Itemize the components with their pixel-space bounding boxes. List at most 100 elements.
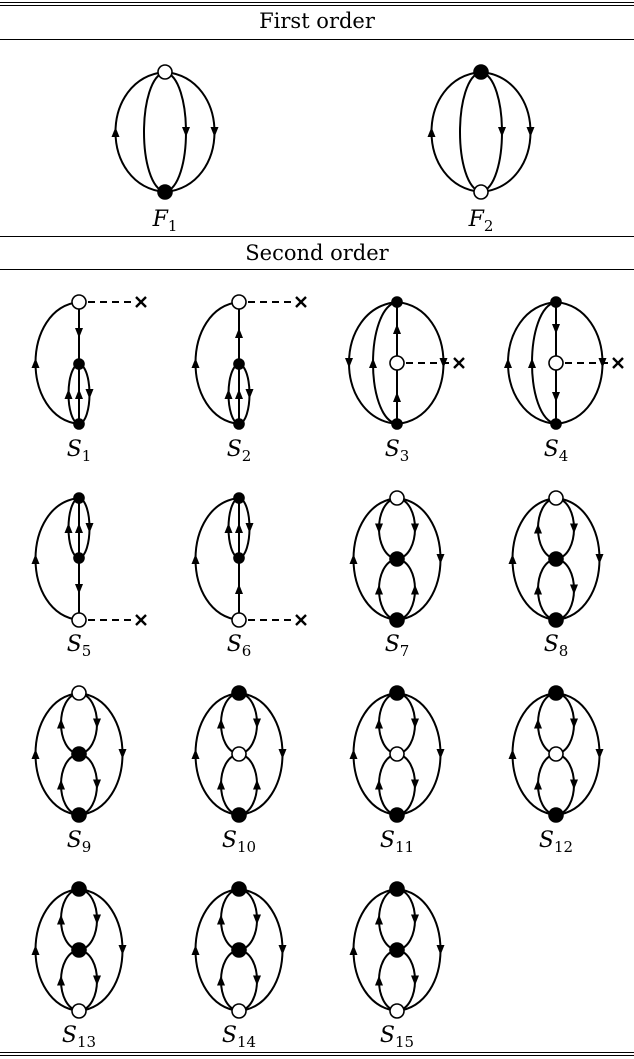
reference-vertex: [389, 746, 405, 762]
diagram-S13: [31, 881, 127, 1019]
arrow-down: [85, 523, 94, 533]
interaction-vertex: [157, 184, 173, 200]
arrow-up: [235, 584, 243, 594]
diagram-label-letter: S: [538, 828, 554, 853]
upper-left-line: [378, 888, 398, 951]
upper-left-line: [537, 497, 557, 560]
interaction-vertex: [550, 418, 562, 430]
cross-icon: [295, 296, 307, 308]
arrow-down: [93, 718, 101, 729]
diagram-label-letter: S: [61, 1023, 77, 1048]
lower-right-line: [238, 753, 258, 816]
inner-right-line: [164, 71, 187, 193]
lower-right-line: [555, 558, 575, 621]
arrow-up: [217, 975, 225, 986]
arrow-down: [411, 975, 419, 986]
diagram-label-index: 14: [236, 1033, 257, 1051]
diagram-label-letter: S: [379, 828, 395, 853]
arrow-up: [191, 749, 200, 759]
cross-icon: [453, 357, 465, 369]
reference-vertex: [231, 746, 247, 762]
lower-right-line: [78, 949, 98, 1012]
table-bottom-rule-2: [0, 1055, 634, 1056]
arrow-up: [224, 523, 233, 533]
outer-line: [194, 301, 240, 425]
arrow-up: [217, 914, 225, 925]
diagram-label-s6: S6: [227, 633, 252, 659]
arrow-up: [57, 914, 65, 925]
upper-right-line: [78, 888, 98, 951]
header-second-order: Second order: [245, 241, 389, 265]
header-second-rule: [0, 269, 634, 270]
upper-left-line: [60, 692, 80, 755]
cross-icon: [295, 614, 307, 626]
diagram-label-index: 2: [483, 217, 494, 235]
interaction-vertex: [231, 942, 247, 958]
interaction-vertex: [71, 807, 87, 823]
diagram-label-index: 11: [394, 838, 415, 856]
upper-right-line: [396, 888, 416, 951]
diagram-label-s1: S1: [67, 438, 92, 464]
diagram-S3: [345, 296, 465, 430]
reference-vertex: [548, 746, 564, 762]
arrow-up: [31, 554, 40, 564]
interaction-vertex: [389, 807, 405, 823]
lower-right-line: [396, 949, 416, 1012]
arrow-down: [411, 718, 419, 729]
diagram-label-letter: S: [221, 1023, 237, 1048]
diagram-S6: [191, 492, 307, 628]
arrow-down: [526, 127, 535, 137]
arrow-up: [111, 127, 120, 137]
interaction-vertex: [71, 746, 87, 762]
upper-left-line: [378, 692, 398, 755]
diagram-label-s11: S11: [379, 828, 415, 856]
arrow-down: [570, 523, 578, 534]
diagram-label-letter: S: [543, 632, 559, 657]
lower-left-line: [60, 753, 80, 816]
reference-vertex: [473, 184, 489, 200]
diagram-label-s5: S5: [66, 632, 92, 659]
interaction-vertex: [73, 552, 85, 564]
interaction-vertex: [550, 296, 562, 308]
interaction-vertex: [231, 685, 247, 701]
diagram-label-index: 2: [241, 447, 252, 465]
table-bottom-rule-1: [0, 1052, 634, 1053]
outer-line: [194, 497, 240, 621]
diagram-label-s7: S7: [385, 633, 410, 659]
diagram-label-index: 9: [81, 838, 92, 856]
arrow-up: [64, 523, 73, 533]
arrow-down: [253, 914, 261, 925]
arrow-down: [278, 749, 287, 759]
interaction-vertex: [71, 942, 87, 958]
arrow-up: [217, 779, 225, 790]
diagram-label-letter: F: [468, 207, 484, 232]
interaction-vertex: [73, 492, 85, 504]
arrow-up: [411, 584, 419, 595]
interaction-vertex: [233, 492, 245, 504]
outer-left-line: [430, 71, 482, 193]
arrow-up: [31, 358, 40, 368]
section-divider-rule: [0, 236, 634, 237]
arrow-up: [534, 718, 542, 729]
arrow-up: [349, 749, 358, 759]
interaction-vertex: [391, 296, 403, 308]
lower-right-line: [238, 949, 258, 1012]
cross-icon: [135, 614, 147, 626]
arrow-up: [31, 945, 40, 955]
arrow-up: [75, 523, 83, 533]
arrow-up: [369, 358, 377, 368]
lower-right-line: [78, 753, 98, 816]
arrow-up: [75, 389, 83, 399]
upper-right-line: [238, 692, 258, 755]
interaction-vertex: [73, 358, 85, 370]
diagram-label-f1: F1: [153, 208, 178, 234]
diagram-label-letter: S: [66, 632, 82, 657]
inner-left-line: [459, 71, 482, 193]
header-first-rule: [0, 39, 634, 40]
arrow-up: [235, 523, 243, 533]
interaction-vertex: [231, 881, 247, 897]
diagram-label-s3: S3: [385, 438, 410, 464]
diagram-label-s9: S9: [67, 829, 92, 856]
arrow-up: [224, 389, 233, 399]
